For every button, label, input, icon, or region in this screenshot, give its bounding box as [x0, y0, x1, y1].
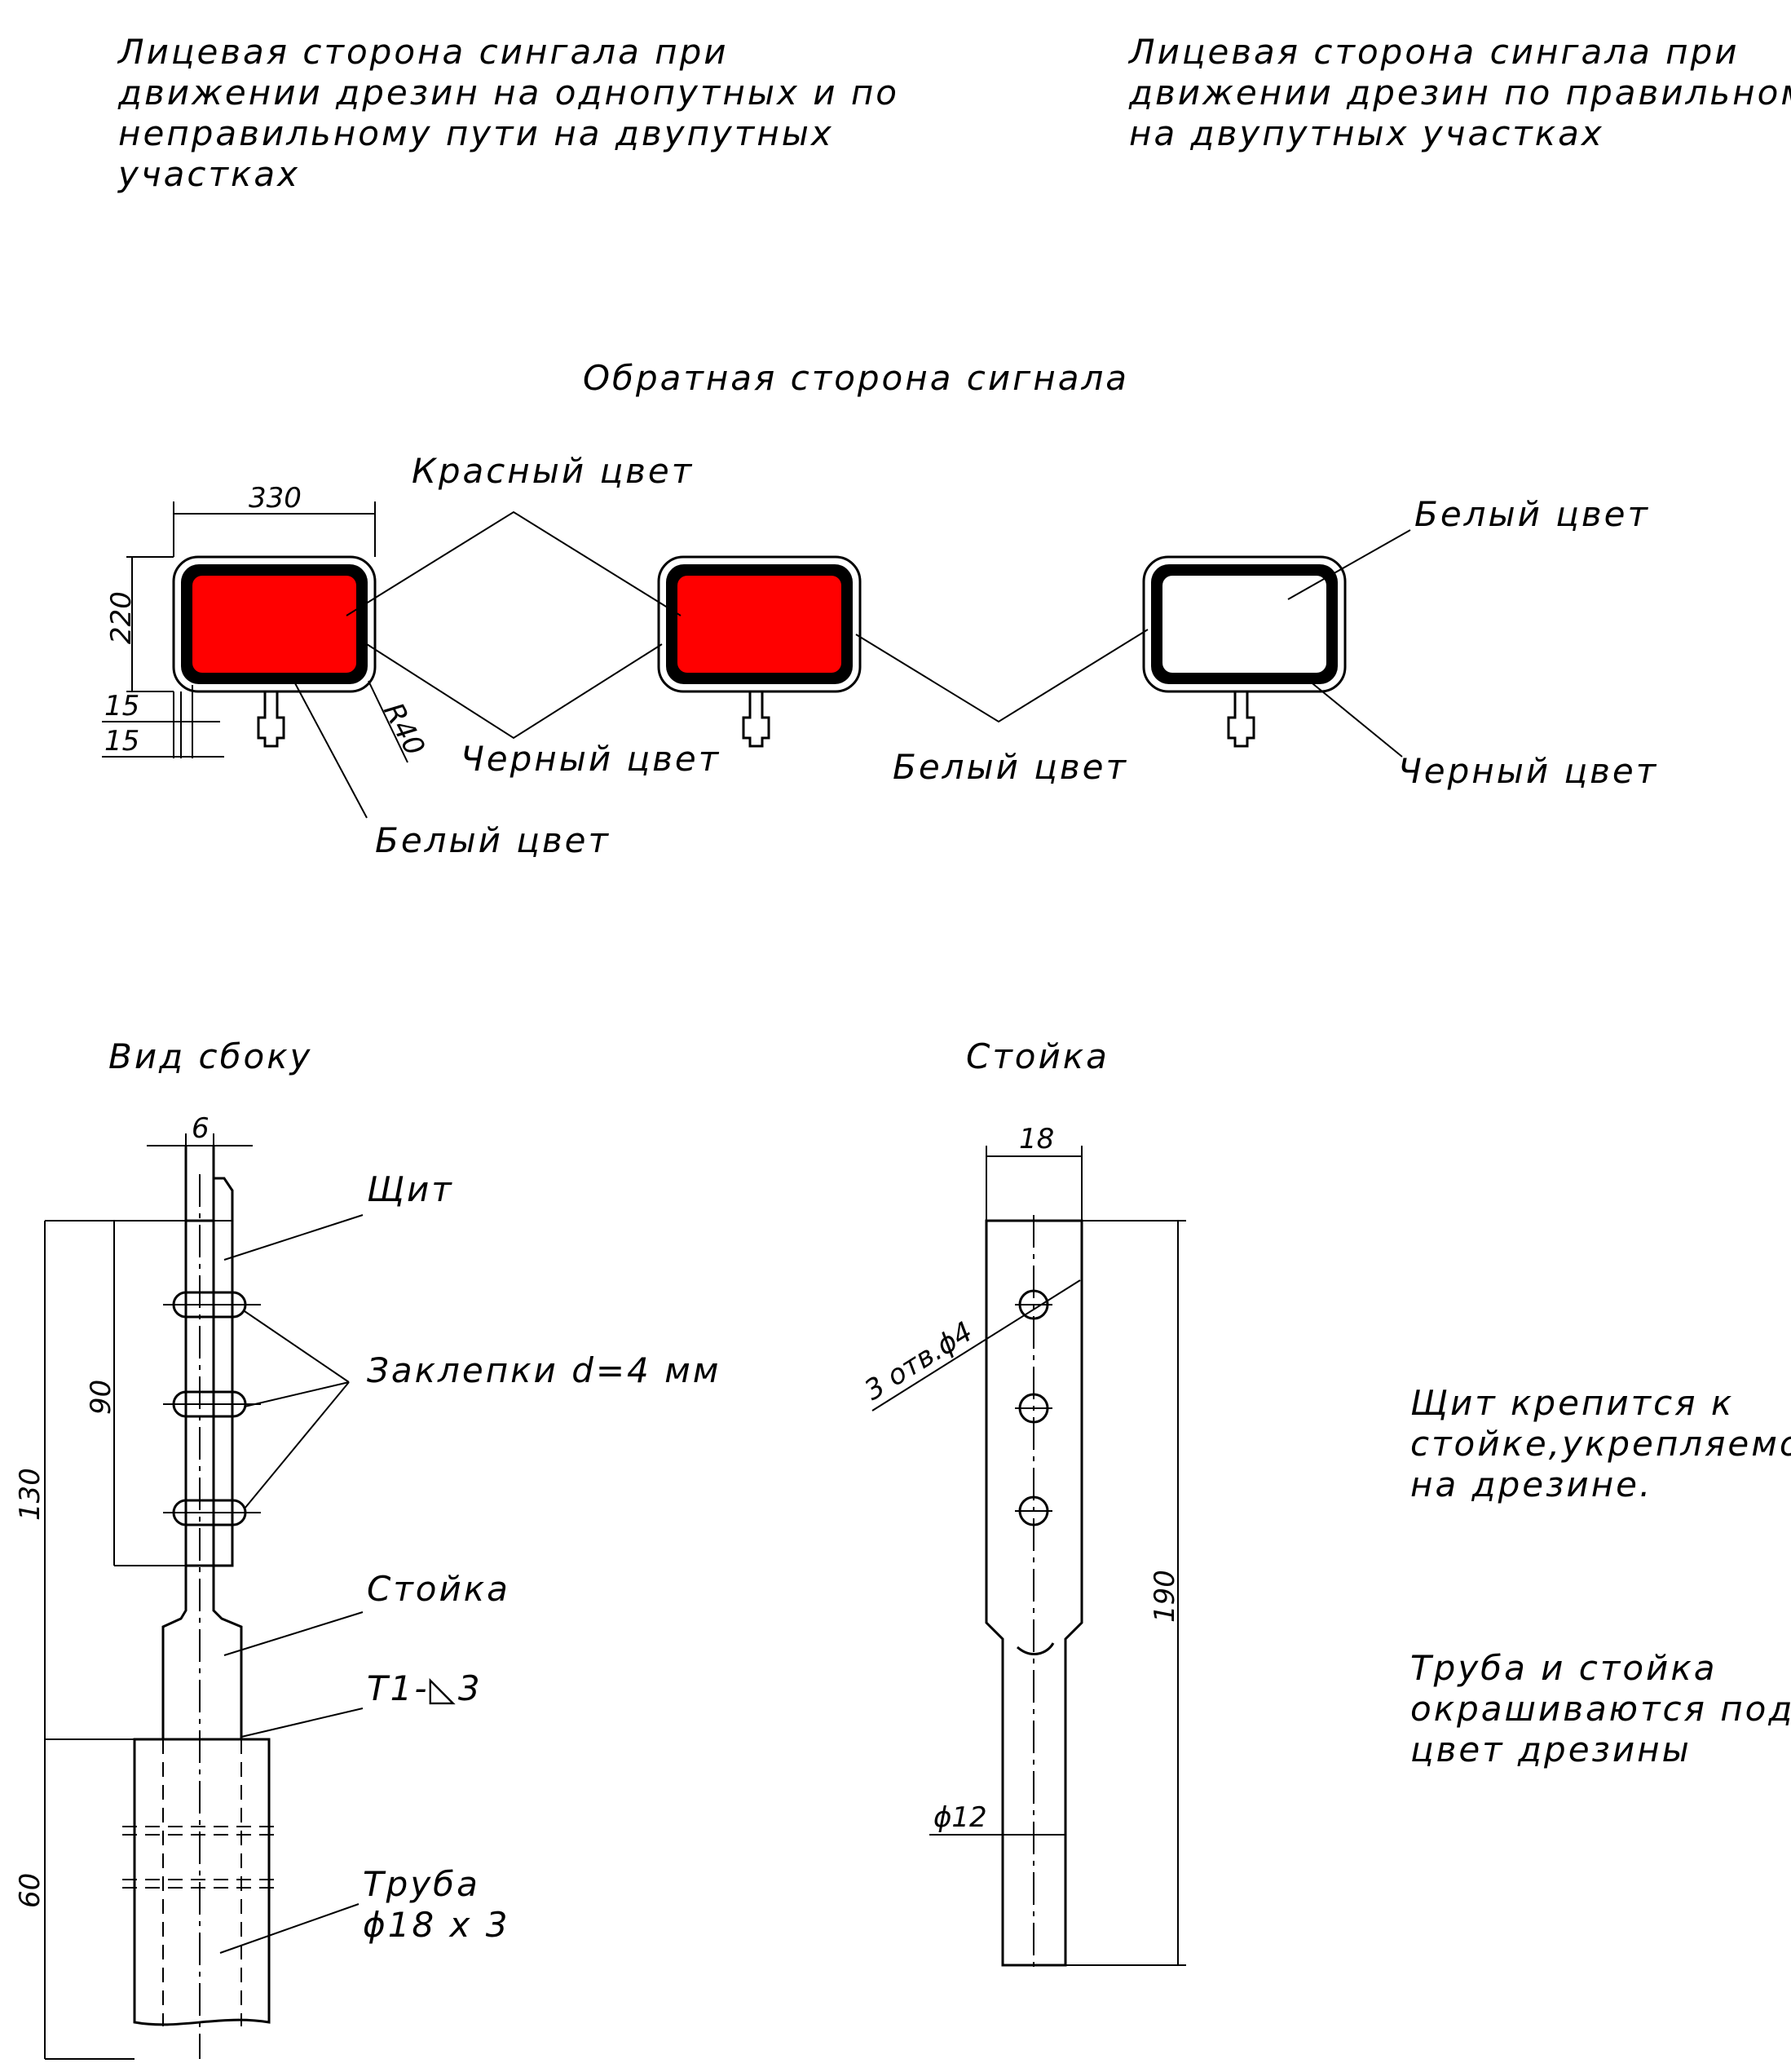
- side-shield: [214, 1177, 234, 1567]
- post-view: 3 отв.ϕ4 18 190 ϕ12: [859, 1123, 1186, 1969]
- note-line: движении дрезин на однопутных и по: [117, 73, 899, 113]
- signal-red-field: [192, 576, 356, 673]
- red-leader: [346, 510, 682, 616]
- post-view-title: Стойка: [966, 1036, 1109, 1076]
- face-single-track-note: Лицевая сторона сингала при движении дре…: [117, 32, 899, 194]
- holes-label: 3 отв.ϕ4: [859, 1315, 979, 1407]
- mount-note: Щит крепится к стойке,укрепляемой на дре…: [1410, 1383, 1791, 1504]
- rivets-leader: [244, 1381, 350, 1407]
- note-line: неправильному пути на двупутных: [118, 113, 834, 153]
- dim-thickness-label: 6: [192, 1112, 210, 1145]
- red-color-label: Красный цвет: [412, 451, 694, 491]
- face-double-track-note: Лицевая сторона сингала при движении дре…: [1127, 32, 1791, 153]
- white-leader: [1287, 529, 1411, 600]
- white-leader: [855, 629, 1149, 723]
- shield-label: Щит: [367, 1169, 454, 1209]
- note-line: Труба и стойка: [1410, 1648, 1717, 1688]
- pipe-leader: [219, 1903, 360, 1954]
- weld-label: Т1-◺3: [367, 1668, 483, 1708]
- note-line: Лицевая сторона сингала при: [1127, 32, 1740, 72]
- white-color-label: Белый цвет: [893, 747, 1128, 787]
- signal-white-field: [1162, 576, 1326, 673]
- dim-pipe-label: 60: [14, 1873, 46, 1908]
- signal-mount: [257, 691, 285, 748]
- signal-outer-outline: [657, 555, 862, 693]
- note-line: участках: [117, 154, 300, 194]
- signal-red-1: [172, 555, 377, 748]
- post-neck-arc: [1017, 1642, 1055, 1655]
- post-leader: [223, 1611, 364, 1656]
- paint-note: Труба и стойка окрашиваются под цвет дре…: [1410, 1648, 1791, 1769]
- signal-white: [1142, 555, 1347, 748]
- dim-length-label: 190: [1149, 1570, 1181, 1623]
- rivets: [163, 1291, 261, 1526]
- note-line: стойке,укрепляемой: [1410, 1424, 1791, 1464]
- note-line: Лицевая сторона сингала при: [117, 32, 729, 72]
- pipe-size-label: ϕ18 х 3: [363, 1905, 510, 1945]
- black-leader: [366, 643, 663, 740]
- rivets-leader: [244, 1381, 350, 1509]
- dim-width-label: 330: [249, 482, 302, 515]
- signal-mount: [742, 691, 770, 748]
- weld-leader: [240, 1708, 364, 1738]
- shield-leader: [223, 1214, 364, 1261]
- side-view: 6 130 60 90 Щит Заклепки d=4 мм Стойка Т…: [14, 1112, 721, 2060]
- dim-border-label: 15: [104, 690, 139, 722]
- signal-red-2: [657, 555, 862, 748]
- black-color-label: Черный цвет: [1398, 751, 1658, 791]
- dim-height-label: 220: [105, 591, 138, 644]
- signal-annotations: Красный цвет Черный цвет Белый цвет Белы…: [294, 451, 1658, 860]
- signal-outer-outline: [1142, 555, 1347, 693]
- dim-shield-label: 90: [85, 1380, 117, 1415]
- black-color-label: Черный цвет: [461, 739, 721, 779]
- white-leader: [294, 683, 368, 819]
- dim-width-label: 18: [1019, 1123, 1054, 1155]
- white-color-label: Белый цвет: [1414, 494, 1650, 534]
- side-pipe: [133, 1738, 271, 2026]
- signal-outer-outline: [172, 555, 377, 693]
- note-line: на двупутных участках: [1129, 113, 1604, 153]
- dim-radius-label: R40: [377, 697, 431, 761]
- rivets-leader: [244, 1310, 350, 1383]
- note-line: окрашиваются под: [1410, 1689, 1791, 1729]
- black-leader: [1304, 676, 1403, 758]
- side-post-outline: [161, 1146, 243, 1741]
- signal-mount: [1227, 691, 1255, 748]
- back-side-title: Обратная сторона сигнала: [583, 358, 1129, 398]
- post-label: Стойка: [367, 1569, 510, 1609]
- dim-border-label: 15: [104, 725, 139, 758]
- white-color-label: Белый цвет: [375, 820, 611, 860]
- side-view-title: Вид сбоку: [108, 1036, 312, 1076]
- signal-dimensions: 330 220 15 15 R40: [102, 482, 431, 763]
- signal-red-field: [677, 576, 841, 673]
- holes-leader: [871, 1279, 1081, 1412]
- note-line: движении дрезин по правильному пути: [1128, 73, 1791, 113]
- dim-total-label: 130: [14, 1468, 46, 1521]
- pipe-label: Труба: [363, 1864, 480, 1904]
- note-line: цвет дрезины: [1410, 1730, 1692, 1769]
- note-line: Щит крепится к: [1410, 1383, 1734, 1423]
- dim-diameter-label: ϕ12: [933, 1801, 987, 1834]
- rivets-label: Заклепки d=4 мм: [367, 1350, 721, 1390]
- note-line: на дрезине.: [1410, 1465, 1652, 1504]
- dim-radius-leader: [368, 680, 408, 763]
